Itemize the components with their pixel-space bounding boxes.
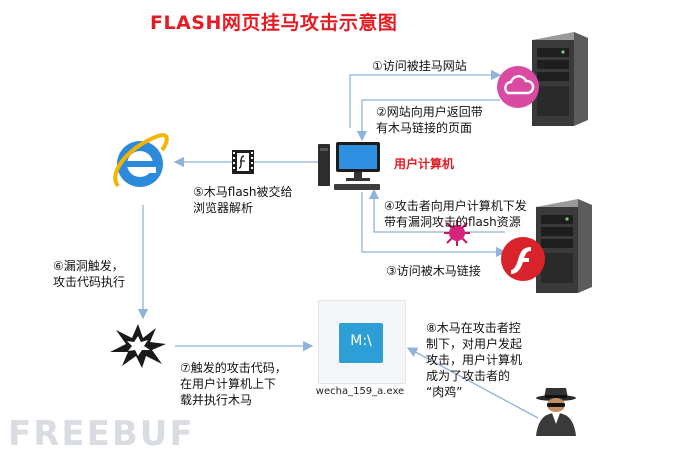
exe-filename: wecha_159_a.exe	[315, 386, 405, 397]
explosion-icon	[110, 324, 166, 368]
hacker-icon	[536, 388, 576, 436]
step-2-label: ②网站向用户返回带 有木马链接的页面	[376, 105, 483, 135]
computer-icon	[318, 142, 380, 190]
arrow-step1	[349, 69, 502, 128]
step-8-label: ⑧木马在攻击者控 制下，对用户发起 攻击，用户计算机 成为了攻击者的 “肉鸡”	[426, 321, 523, 399]
watermark: FREEBUF	[8, 414, 195, 454]
exe-tile	[339, 323, 383, 363]
arrow-step8	[406, 347, 539, 419]
step-5-label: ⑤木马flash被交给 浏览器解析	[193, 185, 293, 215]
virus-icon	[444, 220, 470, 246]
exe-icon-text: M:\	[350, 333, 372, 349]
cloud-badge-icon	[497, 66, 539, 108]
flash-badge-icon	[501, 237, 545, 281]
diagram-title: FLASH网页挂马攻击示意图	[150, 12, 398, 34]
server-icon	[536, 199, 592, 293]
step-4-label: ④攻击者向用户计算机下发 带有漏洞攻击的flash资源	[384, 199, 527, 229]
step-7-label: ⑦触发的攻击代码， 在用户计算机上下 载并执行木马	[180, 361, 287, 407]
film-icon	[232, 150, 254, 174]
arrow-step3	[361, 192, 507, 258]
browser-icon	[113, 133, 169, 188]
exe-file-icon: M:\	[318, 300, 406, 384]
server-icon	[532, 32, 588, 126]
step-3-label: ③访问被木马链接	[386, 264, 481, 278]
step-1-label: ①访问被挂马网站	[372, 59, 467, 73]
user-computer-label: 用户计算机	[394, 157, 455, 171]
arrow-step2	[356, 99, 500, 142]
step-6-label: ⑥漏洞触发， 攻击代码执行	[53, 259, 126, 289]
